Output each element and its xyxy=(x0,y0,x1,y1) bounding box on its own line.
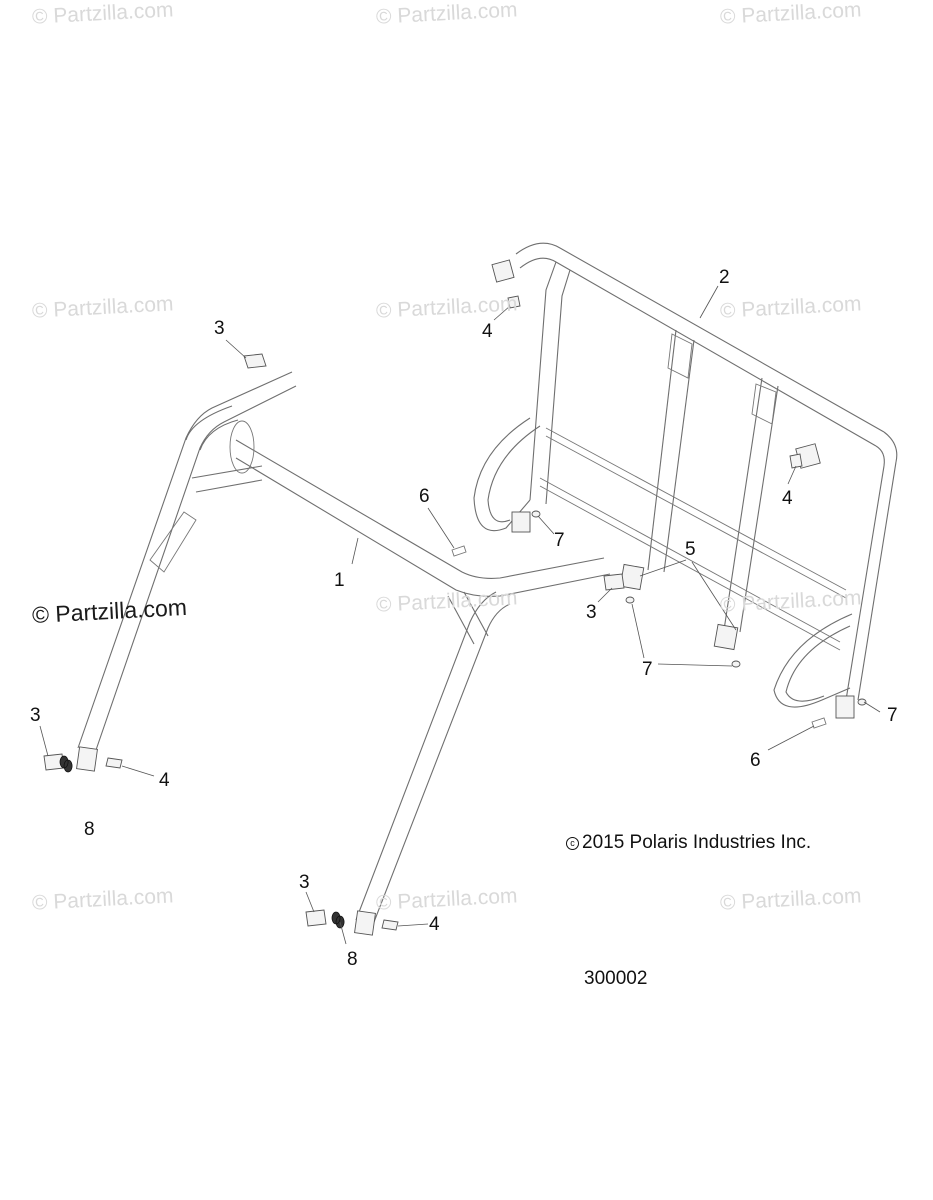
callout-4: 4 xyxy=(482,321,493,342)
callout-3: 3 xyxy=(299,872,310,893)
callout-6: 6 xyxy=(750,750,761,771)
callout-4: 4 xyxy=(159,770,170,791)
callout-1: 1 xyxy=(334,570,345,591)
callout-7: 7 xyxy=(642,659,653,680)
drawing-number: 300002 xyxy=(584,968,648,989)
rear-cage-tube xyxy=(473,242,898,719)
leader-lines xyxy=(39,285,881,945)
callout-8: 8 xyxy=(84,819,95,840)
callout-5: 5 xyxy=(685,539,696,560)
callout-7: 7 xyxy=(887,705,898,726)
callout-6: 6 xyxy=(419,486,430,507)
callout-4: 4 xyxy=(782,488,793,509)
callout-7: 7 xyxy=(554,530,565,551)
callout-2: 2 xyxy=(719,267,730,288)
hardware-parts xyxy=(43,295,867,931)
callout-3: 3 xyxy=(214,318,225,339)
callout-3: 3 xyxy=(586,602,597,623)
callout-3: 3 xyxy=(30,705,41,726)
callout-8: 8 xyxy=(347,949,358,970)
front-cage-tube xyxy=(76,371,611,936)
copyright-symbol: c xyxy=(566,837,579,850)
copyright-text: 2015 Polaris Industries Inc. xyxy=(582,832,812,853)
callout-4: 4 xyxy=(429,914,440,935)
